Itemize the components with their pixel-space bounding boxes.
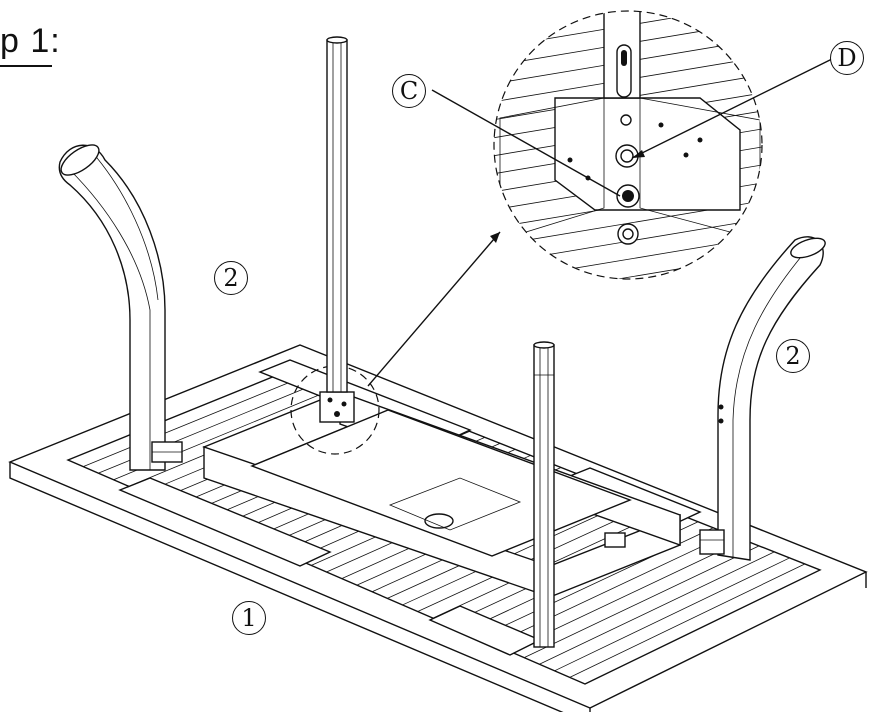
slat-line xyxy=(569,563,805,678)
callout-leg-left: 2 xyxy=(214,261,248,295)
slat-line xyxy=(539,551,775,665)
detail-circle-small xyxy=(290,365,380,455)
corner-bracket xyxy=(319,391,355,423)
step-title: p 1: xyxy=(0,22,61,67)
detail-leader xyxy=(367,231,501,387)
callout-washer-d: D xyxy=(830,41,864,75)
leg-hardware xyxy=(151,441,725,555)
slat-line xyxy=(83,370,318,467)
curved-leg-right xyxy=(717,236,826,561)
step-title-underline xyxy=(0,65,52,67)
callout-bolt-c: C xyxy=(392,74,426,108)
slat-line xyxy=(554,557,790,672)
leg-post-back xyxy=(326,36,348,393)
slat-line xyxy=(493,533,729,645)
callout-tabletop: 1 xyxy=(232,601,266,635)
curved-leg-left xyxy=(58,144,166,471)
detail-slat-line xyxy=(494,251,762,279)
leg-post-front xyxy=(533,341,555,648)
detail-magnified-view xyxy=(431,10,835,280)
detail-slat-line xyxy=(494,269,762,279)
slat-line xyxy=(524,545,760,659)
callout-leg-right: 2 xyxy=(776,339,810,373)
